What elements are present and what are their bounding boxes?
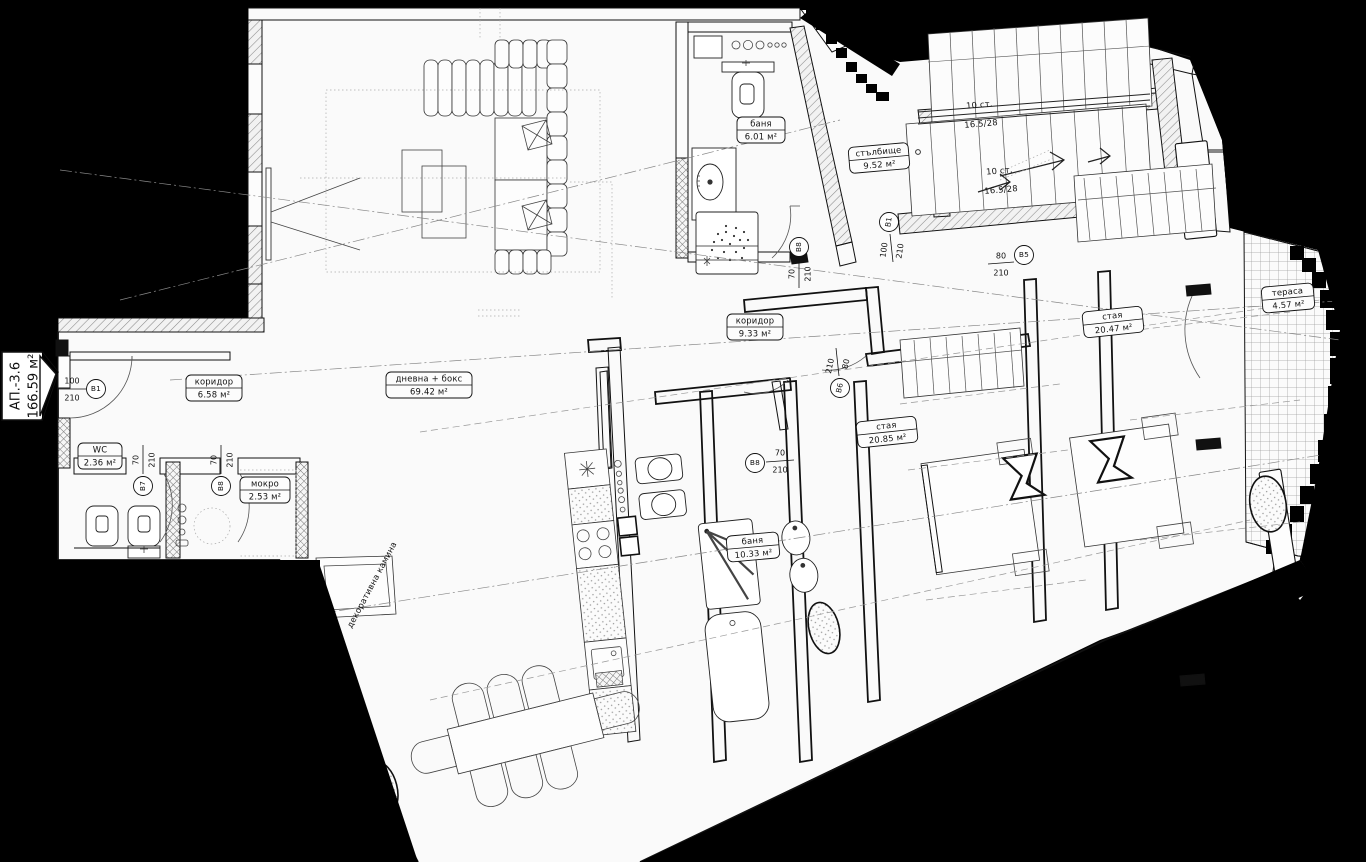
room-tag: баня 6.01 м²	[736, 116, 786, 144]
room-name: дневна + бокс	[396, 374, 463, 384]
room-area: 2.53 м²	[249, 492, 281, 502]
room-name: коридор	[195, 377, 234, 387]
door-height: 210	[772, 466, 787, 475]
door-code: В8	[794, 242, 803, 252]
kitchen-units	[563, 448, 641, 737]
wc-fixtures	[74, 469, 297, 559]
door-height: 210	[64, 394, 79, 403]
room-tag: баня 10.33 м²	[725, 531, 781, 563]
bedroom-furniture	[899, 311, 1301, 601]
room-area: 6.58 м²	[198, 390, 230, 400]
room-tag: стая 20.85 м²	[855, 415, 919, 449]
door-tag: В8 70 210	[745, 449, 795, 475]
apartment-number: АП.-3.6	[9, 362, 24, 410]
door-height: 210	[993, 269, 1008, 278]
apartment-label-flag: АП.-3.6 166.59 м²	[1, 351, 59, 421]
room-tag: стълбище 9.52 м²	[847, 142, 911, 174]
room-name: баня	[741, 535, 763, 547]
apartment-area: 166.59 м²	[27, 354, 42, 419]
door-width: 100	[878, 242, 889, 258]
door-height: 210	[894, 243, 905, 259]
room-tag: коридор 9.33 м²	[726, 313, 784, 341]
room-tag: WC 2.36 м²	[77, 442, 123, 470]
room-area: 9.52 м²	[863, 158, 896, 171]
door-width: 70	[788, 269, 797, 279]
door-width: 70	[210, 455, 219, 465]
living-room-furniture	[300, 39, 613, 300]
door-width: 100	[64, 377, 79, 386]
door-code: В1	[91, 384, 101, 393]
door-code: В1	[883, 216, 893, 227]
stair-count: 10 ст.	[986, 164, 1013, 176]
door-width: 210	[824, 358, 836, 375]
door-code: В5	[1019, 250, 1029, 259]
room-labels: баня 6.01 м² стълбище 9.52 м² коридор 6.…	[77, 116, 1316, 563]
room-name: тераса	[1271, 285, 1303, 298]
room-tag: стая 20.47 м²	[1081, 305, 1145, 339]
door-tag: В1 100 210	[58, 377, 106, 403]
room-area: 20.47 м²	[1094, 322, 1133, 336]
door-width: 70	[775, 449, 785, 458]
room-area: 9.33 м²	[739, 329, 771, 339]
room-name: стълбище	[855, 145, 902, 159]
door-height: 210	[226, 452, 235, 467]
room-area: 4.57 м²	[1272, 298, 1305, 311]
door-tag: В5 80 210	[987, 245, 1034, 278]
room-area: 6.01 м²	[745, 132, 777, 142]
door-height: 210	[148, 452, 157, 467]
room-name: стая	[1102, 309, 1123, 321]
bathroom-upper-fixtures	[691, 35, 787, 275]
door-tag: В8 70 210	[210, 445, 235, 496]
door-tag: В7 70 210	[132, 445, 157, 496]
room-tag: коридор 6.58 м²	[185, 374, 243, 402]
door-tag: В6 210 80	[824, 347, 852, 398]
door-height: 80	[841, 358, 852, 370]
room-tag: дневна + бокс 69.42 м²	[385, 371, 473, 399]
room-area: 10.33 м²	[734, 547, 773, 560]
door-code: В6	[834, 382, 845, 394]
room-name: стая	[876, 419, 897, 431]
floor-hatch-zones	[899, 163, 1217, 399]
room-area: 20.85 м²	[868, 432, 907, 446]
room-tag: тераса 4.57 м²	[1260, 282, 1316, 314]
room-name: баня	[750, 119, 772, 129]
door-height: 210	[804, 266, 813, 281]
door-tag: В1 100 210	[878, 212, 906, 263]
door-code: В8	[216, 481, 225, 491]
room-name: коридор	[736, 316, 775, 326]
door-width: 70	[132, 455, 141, 465]
door-code: В8	[750, 458, 760, 467]
dining-set	[410, 665, 640, 807]
stair-labels: 10 ст. 16.5/28 10 ст. 16.5/28	[964, 98, 1018, 196]
room-name: мокро	[251, 479, 279, 489]
door-width: 80	[996, 252, 1006, 261]
guide-lines	[59, 8, 1353, 701]
door-code: В7	[138, 481, 147, 491]
room-name: WC	[93, 445, 108, 455]
stair-riser: 16.5/28	[984, 183, 1018, 196]
stair-count: 10 ст.	[966, 98, 993, 110]
room-tag: мокро 2.53 м²	[239, 476, 291, 504]
room-area: 69.42 м²	[410, 387, 448, 397]
door-tags: В1 100 210 В7 70 210 В8 70 210 В8 70 210	[58, 212, 1034, 496]
room-area: 2.36 м²	[84, 458, 116, 468]
door-tag: В8 70 210	[788, 237, 813, 288]
stair-riser: 16.5/28	[964, 117, 998, 130]
